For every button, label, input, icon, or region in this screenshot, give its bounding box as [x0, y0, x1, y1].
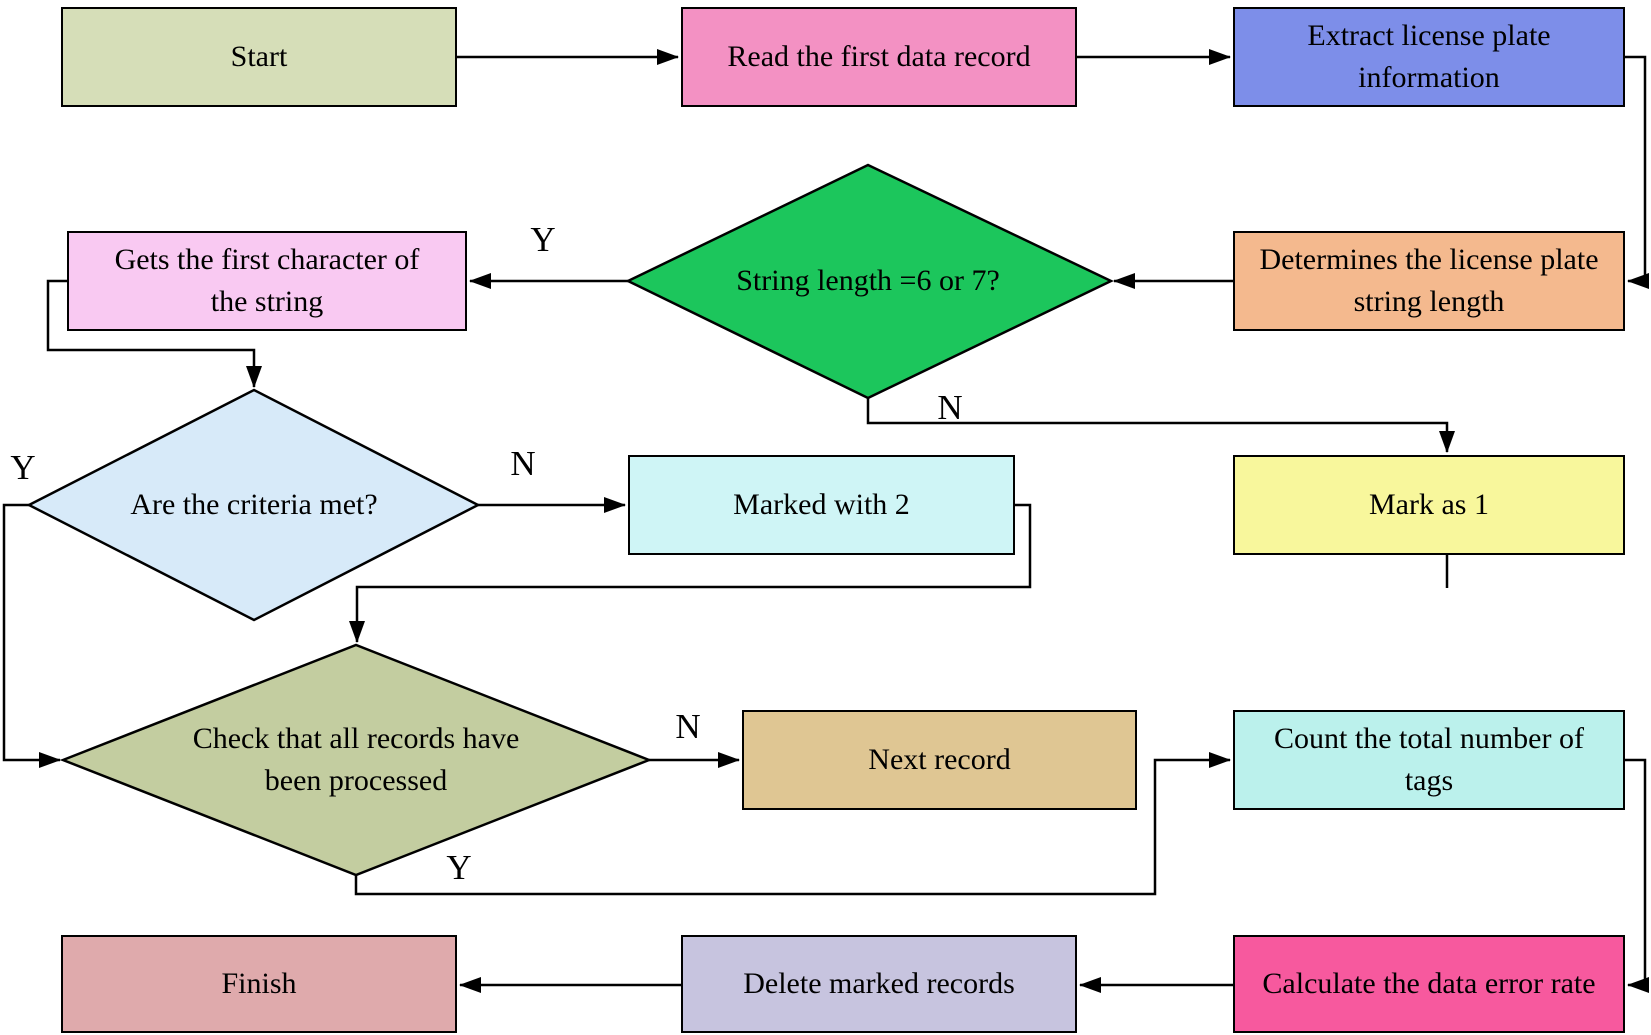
node-next-record: Next record	[742, 710, 1137, 810]
edge-count-to-calculate	[1625, 758, 1649, 993]
branch-label-criteria-no: N	[510, 444, 536, 483]
node-count-tags-label: Count the total number of tags	[1274, 722, 1584, 797]
edge-criteria-yes-to-records-check	[2, 503, 61, 768]
node-mark-as-1: Mark as 1	[1233, 455, 1625, 555]
node-marked-with-2: Marked with 2	[628, 455, 1015, 555]
node-mark-as-1-label: Mark as 1	[1369, 488, 1489, 521]
node-delete-marked-label: Delete marked records	[743, 967, 1015, 1000]
branch-label-string-length-no: N	[937, 388, 963, 427]
node-marked-with-2-label: Marked with 2	[733, 488, 910, 521]
node-start-label: Start	[230, 40, 288, 73]
diamond-string-length-check	[625, 163, 1114, 400]
node-read-first-record-label: Read the first data record	[727, 40, 1031, 73]
branch-label-string-length-yes: Y	[530, 220, 556, 259]
node-finish-label: Finish	[221, 967, 297, 1000]
node-count-tags: Count the total number of tags	[1233, 710, 1625, 810]
node-extract-plate-info-label: Extract license plate information	[1307, 19, 1551, 94]
node-extract-plate-info: Extract license plate information	[1233, 7, 1625, 107]
branch-label-all-records-yes: Y	[446, 848, 472, 887]
edge-marked2-to-records-check	[349, 503, 1032, 643]
branch-label-criteria-yes: Y	[10, 448, 36, 487]
node-delete-marked: Delete marked records	[681, 935, 1077, 1033]
node-determine-string-length-label: Determines the license plate string leng…	[1259, 243, 1599, 318]
node-calculate-error-rate: Calculate the data error rate	[1233, 935, 1625, 1033]
node-start: Start	[61, 7, 457, 107]
node-get-first-character: Gets the first character of the string	[67, 231, 467, 331]
edge-extract-to-determines	[1625, 55, 1649, 289]
node-read-first-record: Read the first data record	[681, 7, 1077, 107]
branch-label-all-records-no: N	[675, 707, 701, 746]
node-calculate-error-rate-label: Calculate the data error rate	[1262, 967, 1596, 1000]
node-determine-string-length: Determines the license plate string leng…	[1233, 231, 1625, 331]
edge-records-yes-to-count	[354, 752, 1231, 896]
node-get-first-character-label: Gets the first character of the string	[114, 243, 420, 318]
diamond-all-records-check	[59, 643, 653, 877]
node-finish: Finish	[61, 935, 457, 1033]
edge-string-check-no-to-mark1	[866, 398, 1455, 453]
edge-gets-to-criteria-check	[46, 279, 262, 388]
diamond-criteria-check	[26, 388, 481, 622]
node-next-record-label: Next record	[868, 743, 1011, 776]
